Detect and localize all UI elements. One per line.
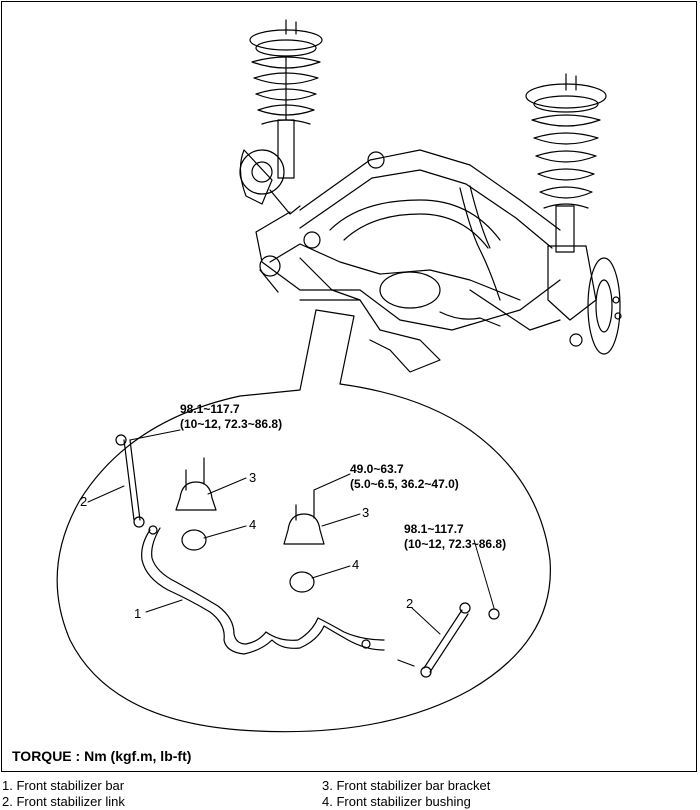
torque-link-right: 98.1~117.7 (10~12, 72.3~86.8) (404, 522, 507, 551)
left-bracket (175, 457, 217, 511)
legend-left: 1. Front stabilizer bar 2. Front stabili… (2, 778, 125, 810)
left-strut-assembly (239, 19, 323, 215)
left-stabilizer-link (123, 439, 135, 521)
right-bushing (289, 571, 315, 593)
legend-item: 3. Front stabilizer bar bracket (322, 778, 491, 793)
right-strut-assembly (525, 73, 622, 355)
legend-right: 3. Front stabilizer bar bracket 4. Front… (322, 778, 490, 810)
magnifier-bubble (56, 309, 551, 733)
callout-bar: 1 (134, 606, 142, 621)
diagram-frame (1, 1, 697, 772)
legend-item: 1. Front stabilizer bar (2, 778, 125, 793)
stabilizer-bar (141, 529, 385, 655)
callout-bushing-right: 4 (352, 557, 360, 572)
torque-bracket-bolt: 49.0~63.7 (5.0~6.5, 36.2~47.0) (350, 462, 459, 491)
right-bracket (283, 489, 325, 545)
front-subframe (255, 149, 583, 373)
callout-bracket-right: 3 (362, 505, 370, 520)
right-stabilizer-link (423, 609, 463, 669)
left-bushing (181, 529, 207, 551)
callout-link-left: 2 (80, 494, 88, 509)
callout-bracket-left: 3 (249, 470, 257, 485)
torque-link-top: 98.1~117.7 (10~12, 72.3~86.8) (180, 402, 283, 431)
legend-item: 4. Front stabilizer bushing (322, 794, 471, 809)
torque-units-label: TORQUE : Nm (kgf.m, lb-ft) (12, 748, 192, 764)
callout-bushing-left: 4 (249, 517, 257, 532)
legend-item: 2. Front stabilizer link (2, 794, 125, 809)
callout-link-right: 2 (406, 596, 414, 611)
